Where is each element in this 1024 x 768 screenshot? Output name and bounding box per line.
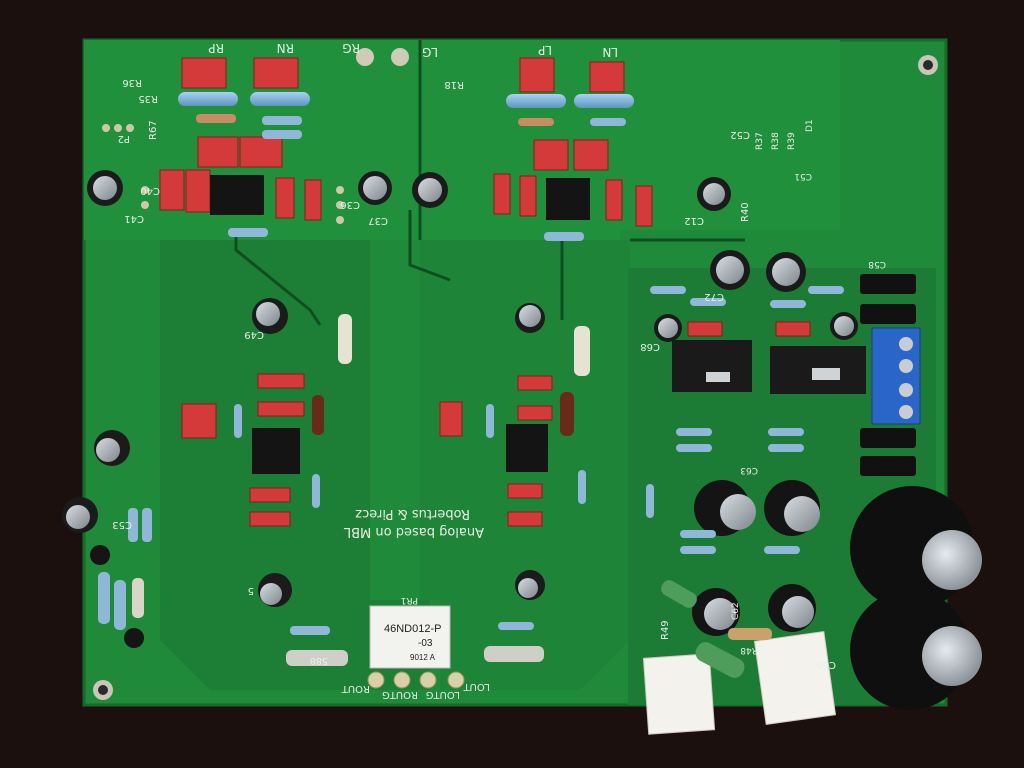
label-rp: RP (208, 41, 224, 55)
electrolytic-caps-left-middle (62, 298, 545, 607)
relay-marking-2: -03 (418, 638, 433, 649)
label-r38: R38 (771, 132, 781, 150)
label-c60: C60 (816, 659, 836, 670)
label-r36: R36 (122, 77, 142, 88)
label-c40: C40 (140, 185, 160, 196)
electrolytic-caps-power (654, 250, 858, 636)
label-rg: RG (342, 41, 360, 55)
left-edge-components (90, 508, 152, 648)
header-pads-left (102, 124, 344, 224)
label-c72: C72 (704, 291, 724, 302)
opamp-ic-center-middle (506, 424, 548, 472)
copper-traces (234, 40, 745, 326)
opamp-ic-left-top (210, 175, 264, 215)
small-resistors-middle (234, 314, 590, 666)
label-r40: R40 (740, 202, 751, 222)
label-lout: LOUT (463, 681, 490, 692)
label-r39: R39 (787, 132, 797, 150)
label-r67: R67 (148, 120, 159, 140)
label-r18: R18 (444, 79, 464, 90)
label-p2: P2 (118, 133, 130, 144)
label-c41: C41 (124, 213, 144, 224)
label-loutg: LOUTG (426, 689, 460, 700)
label-c53: C53 (112, 519, 132, 530)
label-c63: C63 (740, 465, 758, 475)
label-c37: C37 (368, 215, 388, 226)
label-r37: R37 (755, 132, 765, 150)
label-c68: C68 (640, 341, 660, 352)
metal-film-resistors-top-center (506, 94, 634, 241)
opamp-ic-left-middle (252, 428, 300, 474)
power-diodes (860, 274, 916, 476)
relay-marking-1: 46ND012-P (384, 623, 441, 635)
label-ln: LN (602, 45, 618, 59)
label-c12: C12 (684, 215, 704, 226)
label-580: 580 (310, 655, 328, 666)
label-r35: R35 (138, 93, 158, 104)
relay-label: PR1 (401, 595, 418, 605)
regulator-tabs (706, 368, 840, 382)
film-capacitors-left-middle (181, 373, 553, 527)
label-r48: R48 (740, 645, 758, 655)
label-c62: C62 (731, 602, 741, 620)
label-c49: C49 (244, 329, 264, 340)
wirewound-resistors (642, 580, 837, 735)
electrolytic-caps-top-left (87, 170, 448, 208)
label-c51: C51 (794, 171, 812, 181)
output-pads (367, 671, 465, 689)
label-c58: C58 (868, 259, 886, 269)
credit-line-1: Analog based on MBL (343, 524, 484, 539)
label-c36: C36 (340, 199, 360, 210)
film-capacitors-top-left (159, 57, 322, 221)
power-film-caps (687, 321, 811, 337)
label-r49: R49 (660, 620, 671, 640)
label-c5: 5 (248, 585, 254, 596)
power-resistors-small (646, 286, 844, 554)
credit-line-2: Robertus & Pirecz (355, 506, 470, 521)
mounting-holes (93, 48, 938, 700)
label-rn: RN (277, 41, 294, 55)
label-c52: C52 (730, 129, 750, 140)
relay (369, 605, 451, 669)
metal-film-resistors-top-left (178, 92, 310, 237)
label-routg: ROUTG (382, 689, 418, 700)
label-d1: D1 (805, 119, 815, 132)
silkscreen-labels: RP RN RG LG LP LN R36 R35 R67 P2 C40 C41… (112, 41, 886, 700)
terminal-block (871, 327, 921, 425)
label-lg: LG (422, 45, 438, 59)
label-rout: ROUT (341, 683, 370, 694)
opamp-ic-center-top (546, 178, 590, 220)
film-capacitors-top-center (493, 57, 653, 227)
label-lp: LP (538, 43, 552, 57)
large-filter-capacitors (850, 486, 982, 710)
relay-marking-3: 9012 A (410, 653, 436, 662)
